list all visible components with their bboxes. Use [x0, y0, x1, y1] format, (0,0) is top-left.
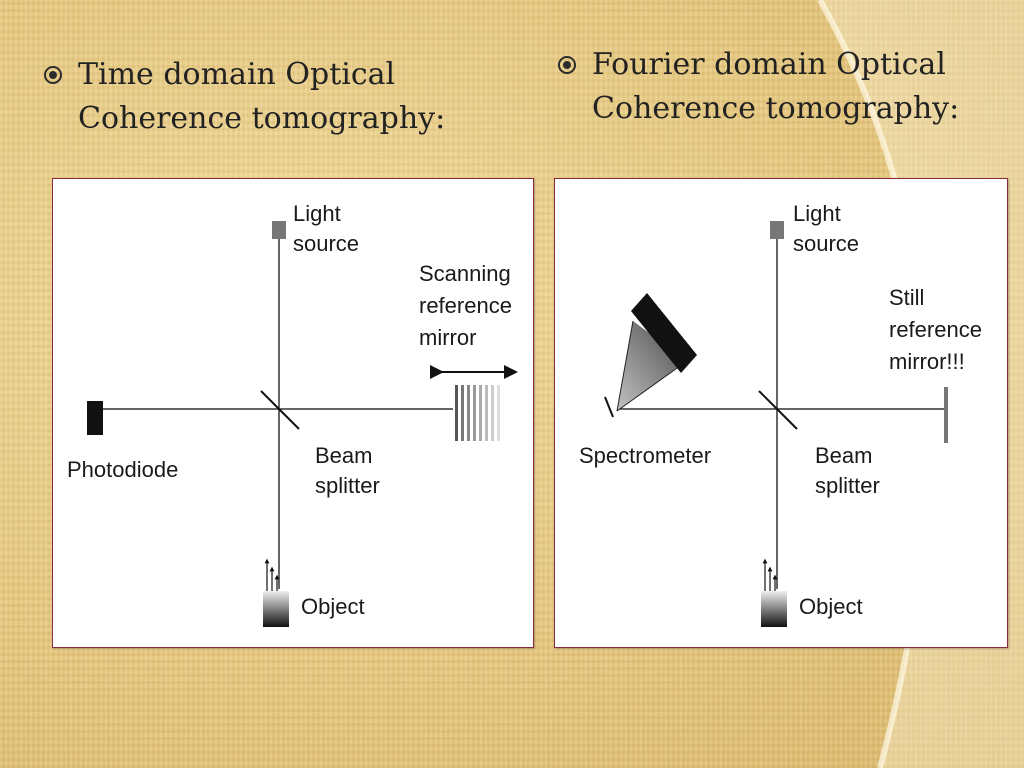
- light-source-label-1: Light: [293, 201, 341, 226]
- beam-splitter: [758, 390, 798, 430]
- spectrometer-label: Spectrometer: [579, 443, 711, 468]
- scanning-reference-mirror: [455, 385, 500, 441]
- still-reference-mirror: [944, 387, 948, 443]
- time-domain-diagram-panel: Light source Beam splitter Photodiode Sc…: [52, 178, 534, 648]
- beam-splitter-label-2: splitter: [315, 473, 380, 498]
- reference-mirror-label-3: mirror!!!: [889, 349, 965, 374]
- bullet-icon: [44, 66, 62, 84]
- bullet-icon: [558, 56, 576, 74]
- beam-splitter-label-1: Beam: [315, 443, 372, 468]
- reference-mirror-label-1: Scanning: [419, 261, 511, 286]
- bullet-time-domain: Time domain Optical Coherence tomography…: [42, 53, 445, 141]
- beam-splitter: [260, 390, 300, 430]
- reference-mirror-label-3: mirror: [419, 325, 476, 350]
- object-sample: [263, 558, 289, 627]
- fourier-domain-diagram-panel: Light source Beam splitter Spectrometer …: [554, 178, 1008, 648]
- reference-mirror-label-2: reference: [889, 317, 982, 342]
- reference-mirror-label-2: reference: [419, 293, 512, 318]
- bullet-text-fourier-domain: Fourier domain Optical Coherence tomogra…: [592, 47, 960, 126]
- object-sample: [761, 558, 787, 627]
- light-source: [272, 221, 286, 239]
- light-source-label-1: Light: [793, 201, 841, 226]
- fourier-domain-diagram: Light source Beam splitter Spectrometer …: [579, 201, 982, 627]
- time-domain-diagram: Light source Beam splitter Photodiode Sc…: [67, 201, 518, 627]
- bullet-text-time-domain: Time domain Optical Coherence tomography…: [78, 57, 446, 136]
- object-label: Object: [301, 594, 365, 619]
- light-source-label-2: source: [793, 231, 859, 256]
- spectrometer: [604, 293, 697, 418]
- object-label: Object: [799, 594, 863, 619]
- reference-mirror-label-1: Still: [889, 285, 924, 310]
- beam-splitter-label-1: Beam: [815, 443, 872, 468]
- light-source: [770, 221, 784, 239]
- beam-splitter-label-2: splitter: [815, 473, 880, 498]
- photodiode: [87, 401, 103, 435]
- light-source-label-2: source: [293, 231, 359, 256]
- bullet-fourier-domain: Fourier domain Optical Coherence tomogra…: [556, 43, 959, 131]
- photodiode-label: Photodiode: [67, 457, 178, 482]
